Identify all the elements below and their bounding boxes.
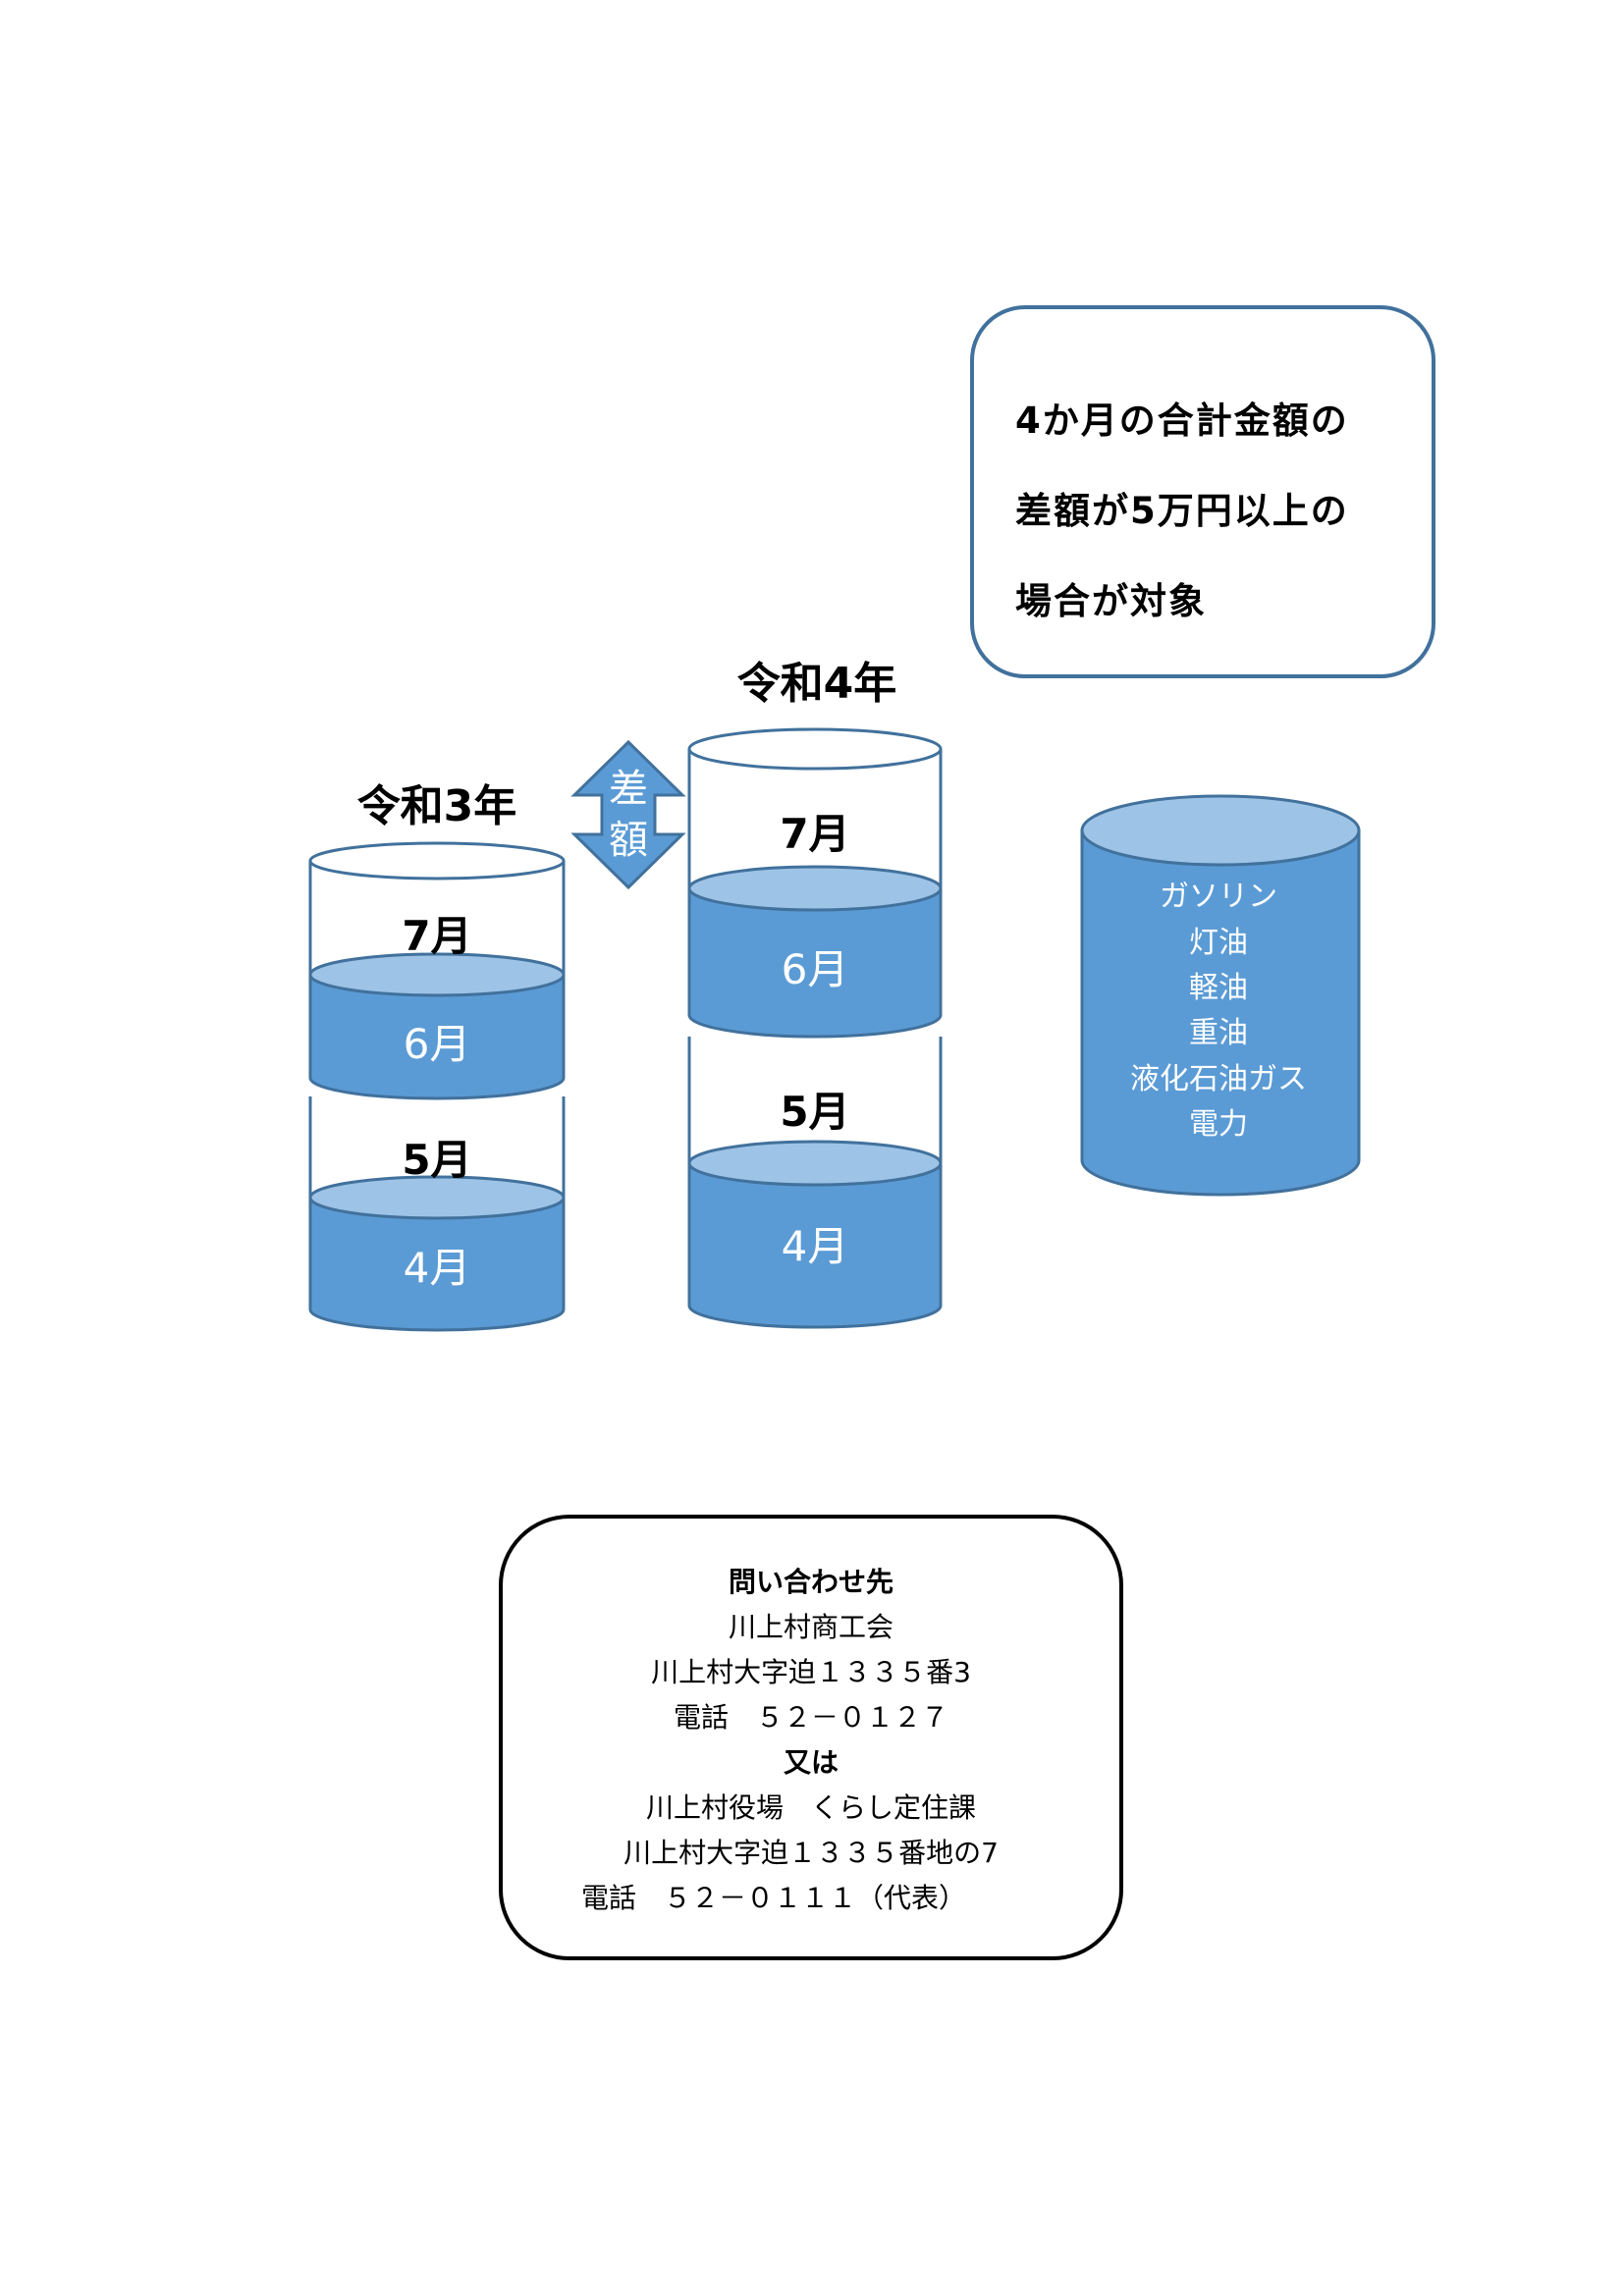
contact-org1-address: 川上村大字迫１３３５番3	[651, 1656, 971, 1688]
contact-org1-name: 川上村商工会	[728, 1611, 893, 1643]
condition-box: 4か月の合計金額の 差額が5万円以上の 場合が対象	[970, 305, 1435, 678]
year-label-r3: 令和3年	[357, 781, 517, 831]
segment-r4-may: 5月	[687, 1037, 943, 1163]
segment-r3-jul: 7月	[308, 841, 566, 975]
segment-r4-apr: 4月	[687, 1140, 943, 1329]
contact-org1-phone: 電話 ５２－０１２７	[673, 1701, 948, 1734]
contact-box: 問い合わせ先 川上村商工会 川上村大字迫１３３５番3 電話 ５２－０１２７ 又は…	[499, 1515, 1123, 1960]
contact-or: 又は	[783, 1746, 839, 1779]
segment-r3-may: 5月	[308, 1096, 566, 1198]
fuel-item-gasoline: ガソリン	[1160, 880, 1277, 914]
month-label-r4-apr: 4月	[782, 1222, 849, 1270]
fuel-item-diesel: 軽油	[1189, 971, 1248, 1005]
year-label-r4: 令和4年	[737, 659, 897, 709]
month-label-r4-jul: 7月	[780, 810, 849, 858]
fuel-item-lpg: 液化石油ガス	[1130, 1062, 1307, 1096]
segment-r3-apr: 4月	[308, 1175, 566, 1332]
segment-r4-jul: 7月	[687, 727, 943, 888]
month-label-r3-jun: 6月	[404, 1020, 471, 1068]
month-label-r4-may: 5月	[780, 1088, 849, 1136]
condition-line-2: 差額が5万円以上の	[1015, 490, 1349, 532]
condition-line-3: 場合が対象	[1015, 580, 1207, 622]
contact-org2-phone: 電話 ５２－０１１１（代表）	[581, 1882, 967, 1914]
month-label-r3-jul: 7月	[402, 912, 471, 960]
segment-r4-jun: 6月	[687, 865, 943, 1039]
difference-label-top: 差	[609, 767, 648, 812]
fuel-cylinder: ガソリン 灯油 軽油 重油 液化石油ガス 電力	[1080, 794, 1361, 1197]
fuel-item-heavy-oil: 重油	[1189, 1016, 1248, 1050]
segment-r3-jun: 6月	[308, 952, 566, 1100]
contact-org2-name: 川上村役場 くらし定住課	[645, 1791, 976, 1824]
difference-arrow: 差 額	[570, 739, 686, 890]
month-label-r3-apr: 4月	[404, 1244, 471, 1292]
fuel-item-kerosene: 灯油	[1189, 926, 1248, 960]
contact-heading: 問い合わせ先	[728, 1566, 893, 1598]
month-label-r4-jun: 6月	[782, 945, 849, 993]
contact-org2-address: 川上村大字迫１３３５番地の7	[623, 1837, 999, 1869]
month-label-r3-may: 5月	[402, 1136, 471, 1184]
difference-label-bottom: 額	[609, 818, 648, 863]
condition-line-1: 4か月の合計金額の	[1015, 400, 1349, 442]
fuel-item-electricity: 電力	[1189, 1107, 1248, 1142]
